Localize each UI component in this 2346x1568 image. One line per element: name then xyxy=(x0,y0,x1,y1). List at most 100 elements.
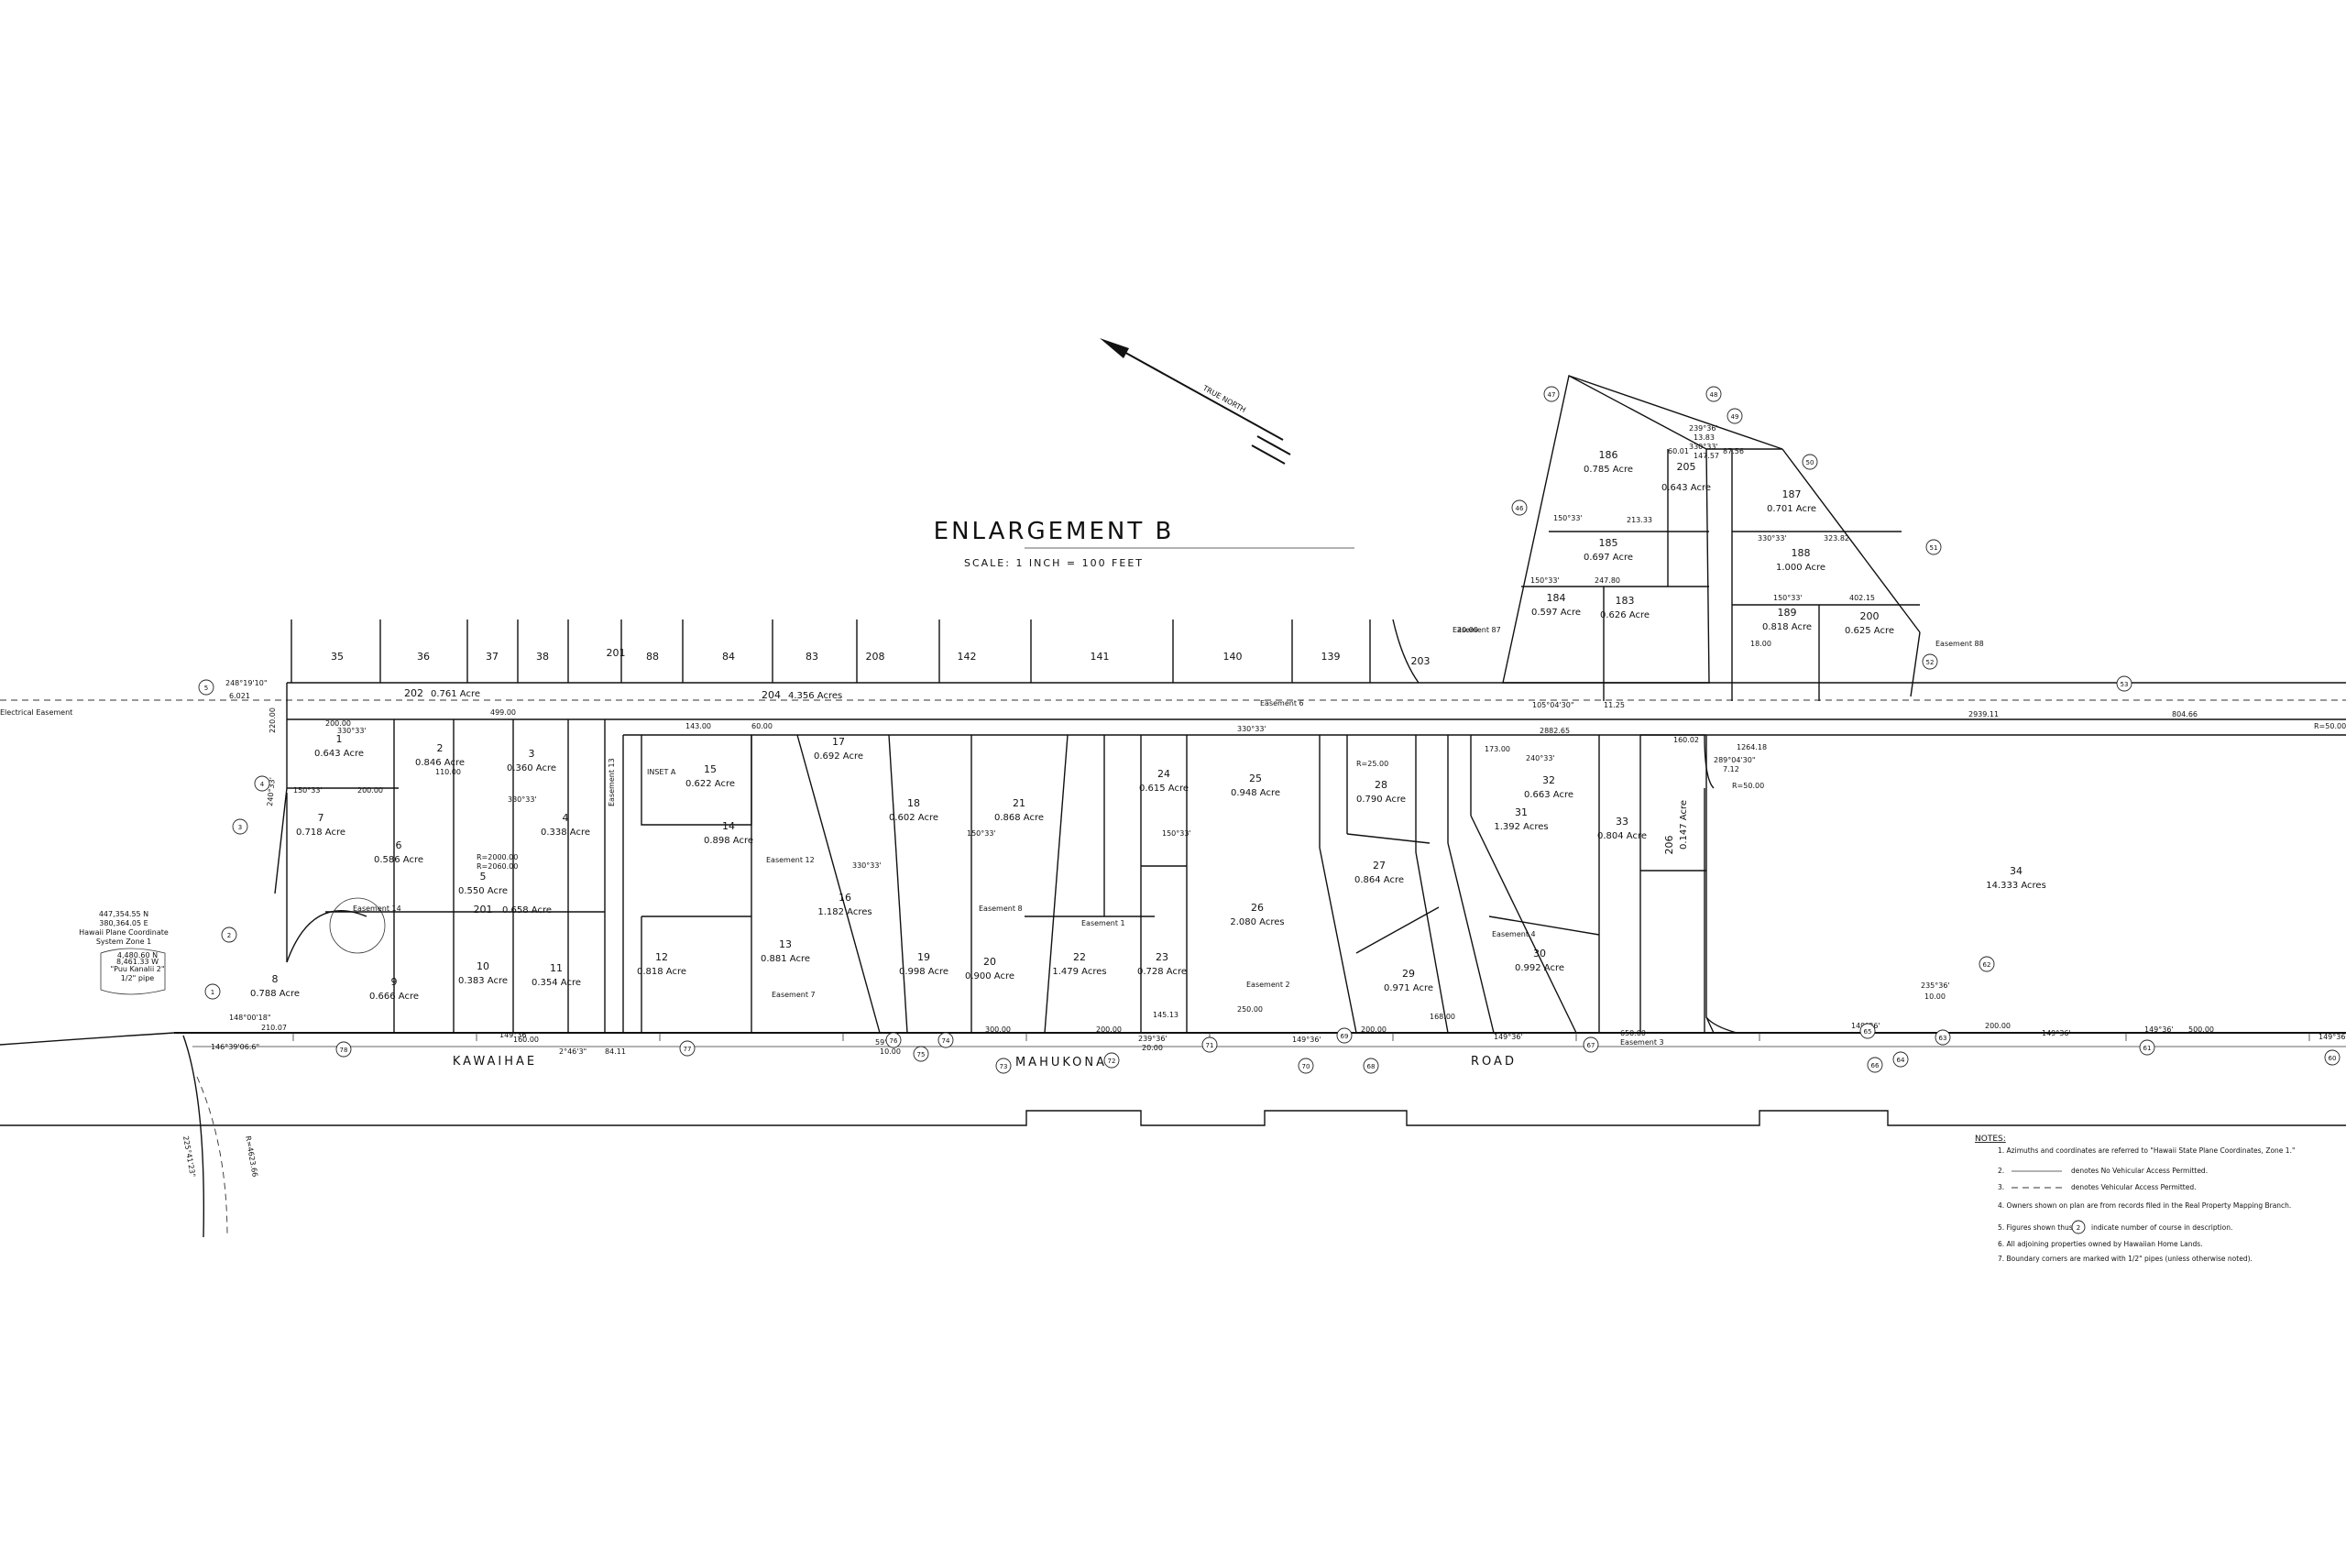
course-marker-icon: 75 xyxy=(913,1046,929,1062)
easement-label: Easement 7 xyxy=(772,991,816,999)
svg-text:69: 69 xyxy=(1341,1033,1349,1040)
svg-text:70: 70 xyxy=(1302,1063,1310,1070)
lot-number: 7 xyxy=(318,812,324,824)
course-marker-icon: 3 xyxy=(232,818,248,835)
note-number: 3. xyxy=(1998,1183,2004,1191)
note-line: 7. Boundary corners are marked with 1/2"… xyxy=(1998,1255,2253,1263)
lot-area: 0.354 Acre xyxy=(532,978,581,988)
dim: 250.00 xyxy=(1237,1005,1263,1014)
kawaihae-mahukona-road: KAWAIHAE MAHUKONA ROAD xyxy=(0,1032,2346,1238)
coord-line: 4,480.60 N xyxy=(117,951,158,959)
dim: 105°04'30" xyxy=(1532,701,1574,709)
course-marker-icon: 62 xyxy=(1979,956,1995,972)
lot-area: 0.615 Acre xyxy=(1139,784,1189,794)
lot-number: 23 xyxy=(1156,951,1168,963)
svg-text:77: 77 xyxy=(684,1046,692,1053)
lot-number: 187 xyxy=(1782,488,1802,500)
course-marker-icon: 69 xyxy=(1336,1027,1353,1044)
coord-line: "Puu Kanalii 2" xyxy=(110,965,164,973)
dim: 149°36' xyxy=(2319,1033,2346,1041)
dim: 240°33' xyxy=(1526,754,1555,762)
lot-area: 0.701 Acre xyxy=(1767,504,1816,514)
lot-area: 0.998 Acre xyxy=(899,967,948,977)
lot-area: 1.479 Acres xyxy=(1052,967,1106,977)
notes-heading: NOTES: xyxy=(1975,1135,2006,1144)
course-marker-icon: 52 xyxy=(1922,653,1938,670)
easement-label: Easement 6 xyxy=(1260,699,1304,707)
dim: 240°33' xyxy=(266,777,277,806)
lot-area: 0.666 Acre xyxy=(369,992,419,1002)
easement-label: Easement 8 xyxy=(979,905,1023,913)
top-lot-label: 139 xyxy=(1321,651,1341,663)
course-marker-icon: 63 xyxy=(1935,1029,1951,1046)
lot-area: 0.586 Acre xyxy=(374,855,423,865)
lot-area: 0.818 Acre xyxy=(637,967,686,977)
svg-text:78: 78 xyxy=(340,1047,348,1054)
lot-number: 14 xyxy=(722,820,735,832)
dim: 300.00 xyxy=(985,1025,1011,1034)
note-line: denotes No Vehicular Access Permitted. xyxy=(2071,1167,2208,1175)
lot-area: 0.804 Acre xyxy=(1597,831,1647,841)
easement-label: Easement 3 xyxy=(1620,1038,1664,1047)
lot-number: 186 xyxy=(1599,449,1618,461)
lot-number: 31 xyxy=(1515,806,1528,818)
top-lots: 35 36 37 38 201 88 84 83 208 142 141 140… xyxy=(291,619,1431,684)
course-marker-icon: 65 xyxy=(1859,1023,1876,1039)
dim: 18.00 xyxy=(1750,640,1771,648)
lot-number: 20 xyxy=(983,956,996,968)
lot-number: 27 xyxy=(1373,860,1386,872)
top-lot-label: 35 xyxy=(331,651,344,663)
lot-area: 1.182 Acres xyxy=(817,907,872,917)
lot-area: 0.728 Acre xyxy=(1137,967,1187,977)
svg-text:68: 68 xyxy=(1367,1063,1376,1070)
svg-text:75: 75 xyxy=(917,1051,926,1058)
dim: 149°36' xyxy=(2042,1029,2071,1037)
course-marker-icon: 73 xyxy=(995,1058,1012,1074)
lot-number: 12 xyxy=(655,951,668,963)
course-marker-icon: 2 xyxy=(221,927,237,943)
dim: 2939.11 xyxy=(1968,710,1999,718)
north-arrow-icon: TRUE NORTH xyxy=(1100,338,1291,465)
svg-text:61: 61 xyxy=(2143,1045,2152,1052)
dim: 248°19'10" xyxy=(225,679,268,687)
dim: 210.07 xyxy=(261,1024,287,1032)
lot-area: 0.718 Acre xyxy=(296,828,345,838)
course-marker-icon: 5 xyxy=(198,679,214,696)
lot-number: 17 xyxy=(832,736,845,748)
lot-number: 26 xyxy=(1251,902,1264,914)
lot-number: 10 xyxy=(477,960,489,972)
dim: 330°33' xyxy=(1758,534,1787,543)
notes-block: NOTES: 1. Azimuths and coordinates are r… xyxy=(1975,1135,2295,1263)
lot-area: 2.080 Acres xyxy=(1230,917,1284,927)
lot-202-label: 202 xyxy=(404,687,423,699)
coord-line: Hawaii Plane Coordinate xyxy=(79,928,169,937)
lot-area: 0.663 Acre xyxy=(1524,790,1573,800)
lot-202-area: 0.761 Acre xyxy=(431,689,480,699)
lot-area: 0.550 Acre xyxy=(458,886,508,896)
lot-number: 28 xyxy=(1375,779,1387,791)
dim: 143.00 xyxy=(685,722,711,730)
lot-number: 206 xyxy=(1663,836,1675,855)
easement-labels: Easement 1 Easement 2 Easement 3 Easemen… xyxy=(353,626,1984,1047)
lot-area: 14.333 Acres xyxy=(1986,881,2046,891)
svg-text:63: 63 xyxy=(1939,1035,1947,1042)
lot-area: 0.622 Acre xyxy=(685,779,735,789)
lot-area: 0.658 Acre xyxy=(502,905,552,916)
course-markers: 1 2 3 4 5 46 47 48 49 50 51 52 53 60 61 … xyxy=(198,386,2341,1074)
lot-number: 184 xyxy=(1547,592,1566,604)
course-marker-icon: 47 xyxy=(1543,386,1560,402)
dim: 150°33' xyxy=(293,786,323,795)
dim: 650.00 xyxy=(1620,1029,1646,1037)
course-marker-icon: 50 xyxy=(1802,454,1818,470)
lot-number: 6 xyxy=(396,839,402,851)
lot-number: 32 xyxy=(1542,774,1555,786)
dim: 323.82 xyxy=(1824,534,1849,543)
dim: 110.00 xyxy=(435,768,461,776)
easement-label: Easement 12 xyxy=(766,856,815,864)
course-marker-icon: 78 xyxy=(335,1041,352,1058)
dim: R=2000.00 xyxy=(477,853,518,861)
dim: 220.00 xyxy=(269,707,277,733)
svg-text:67: 67 xyxy=(1587,1042,1595,1049)
dim: 289°04'30" xyxy=(1714,756,1756,764)
